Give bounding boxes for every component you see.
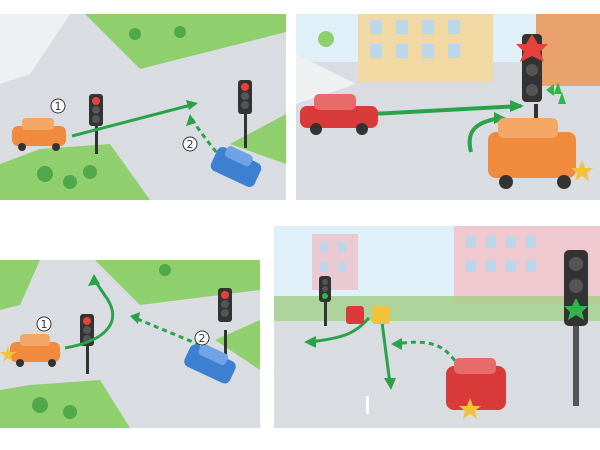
- arrow-head-icon: [304, 336, 316, 348]
- car-red: [446, 358, 506, 410]
- grass-area: [0, 380, 130, 428]
- route-arrow-dashed: [134, 316, 201, 347]
- bush-icon: [129, 28, 141, 40]
- car-orange: [488, 118, 576, 189]
- arrow-head-icon: [510, 100, 524, 112]
- star-icon: [0, 346, 16, 362]
- marker-label: 2: [199, 332, 206, 345]
- arrow-head-icon: [130, 312, 140, 324]
- building: [536, 14, 600, 86]
- traffic-light: [218, 288, 232, 370]
- grass-area: [215, 320, 260, 370]
- traffic-light: [89, 94, 103, 154]
- car-blue: [210, 146, 262, 187]
- windows: [370, 20, 460, 58]
- panel-1: 1 2: [0, 14, 286, 200]
- grass-area: [0, 260, 40, 310]
- bush-icon: [159, 264, 171, 276]
- car-yellow: [372, 306, 390, 324]
- bush-icon: [63, 405, 77, 419]
- panel-4: [274, 226, 600, 428]
- sidewalk-corner: [0, 14, 70, 84]
- route-arrow: [370, 104, 522, 116]
- route-arrow: [380, 321, 392, 385]
- arrow-head-icon: [88, 274, 100, 286]
- arrow-head-icon: [391, 338, 402, 350]
- star-icon: [571, 160, 593, 181]
- marker-circle: [182, 136, 198, 152]
- marker-label: 2: [187, 138, 194, 151]
- tree-icon: [318, 31, 334, 47]
- car-red: [346, 306, 364, 324]
- route-arrow: [308, 316, 371, 344]
- traffic-light: [319, 276, 331, 326]
- car-orange: [10, 334, 60, 367]
- marker-circle: [194, 330, 210, 346]
- bush-icon: [174, 26, 186, 38]
- bush-icon: [32, 397, 48, 413]
- car-red: [300, 94, 378, 135]
- marker-label: 1: [41, 318, 48, 331]
- bush-icon: [83, 165, 97, 179]
- arrow-head-icon: [186, 114, 196, 126]
- lane-marking: [366, 396, 369, 414]
- sidewalk: [296, 54, 356, 104]
- route-arrow: [71, 102, 196, 138]
- arrow-head-icon: [186, 100, 198, 110]
- traffic-light: [80, 314, 94, 374]
- grass-area: [0, 144, 150, 200]
- bush-icon: [37, 166, 53, 182]
- grass-area: [230, 114, 286, 164]
- building: [312, 234, 358, 290]
- panel-3: 1 2: [0, 260, 260, 428]
- car-blue: [184, 344, 236, 384]
- panel-2: [296, 14, 600, 200]
- grass-area: [85, 14, 286, 69]
- traffic-light: [238, 80, 252, 148]
- star-icon: [459, 398, 481, 419]
- marker-circle: [50, 98, 66, 114]
- traffic-light: [564, 250, 588, 406]
- windows: [320, 236, 536, 272]
- marker-label: 1: [55, 100, 62, 113]
- arrow-head-icon: [384, 378, 396, 390]
- marker-circle: [36, 316, 52, 332]
- bush-icon: [63, 175, 77, 189]
- car-orange: [12, 118, 66, 151]
- arrow-head-icon: [494, 112, 506, 124]
